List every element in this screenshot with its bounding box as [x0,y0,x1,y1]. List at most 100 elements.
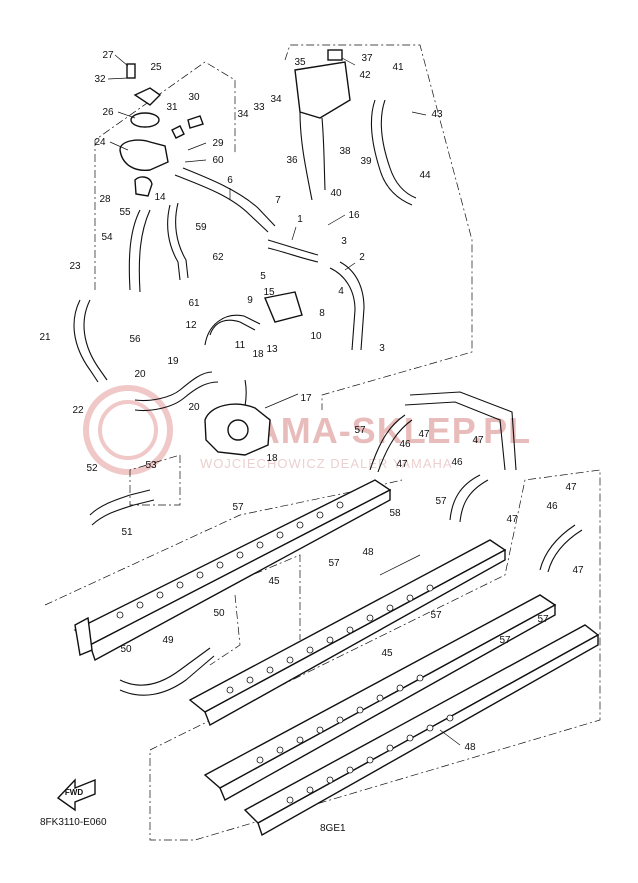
callout-47f: 47 [572,565,584,576]
callout-44: 44 [419,170,431,181]
callout-47c: 47 [396,459,408,470]
callout-41: 41 [392,62,404,73]
callout-15: 15 [263,287,275,298]
callout-36: 36 [286,155,298,166]
callout-52: 52 [86,463,98,474]
callout-57f: 57 [537,614,549,625]
watermark-subtitle: WOJCIECHOWICZ DEALER YAMAHA [200,456,453,471]
callout-56: 56 [129,334,141,345]
callout-57g: 57 [499,635,511,646]
callout-59: 59 [195,222,207,233]
rail-holes-upper-left [116,501,344,619]
callout-47a: 47 [418,429,430,440]
callout-9: 9 [247,295,253,306]
callout-58: 58 [389,508,401,519]
callout-62: 62 [212,252,224,263]
callout-4: 4 [338,286,344,297]
callout-47e: 47 [565,482,577,493]
callout-45a: 45 [268,576,280,587]
callout-28: 28 [99,194,111,205]
rail-holes-middle [226,584,434,694]
callout-20a: 20 [134,369,146,380]
callout-46b: 46 [451,457,463,468]
callout-25: 25 [150,62,162,73]
callout-3: 3 [341,236,347,247]
callout-18b: 18 [266,453,278,464]
fwd-arrow: FWD [56,778,96,812]
callout-16: 16 [348,210,360,221]
callout-39: 39 [360,156,372,167]
callout-14: 14 [154,192,166,203]
rail-holes-lower-1 [256,674,424,764]
callout-38: 38 [339,146,351,157]
callout-61: 61 [188,298,200,309]
callout-51: 51 [121,527,133,538]
callout-60: 60 [212,155,224,166]
callout-1: 1 [297,214,303,225]
hoses-right [369,391,583,573]
callout-45b: 45 [381,648,393,659]
callout-18a: 18 [252,349,264,360]
radiator-rail-lower-1 [203,594,557,801]
rail-holes-lower-2 [286,714,454,804]
callout-26: 26 [102,107,114,118]
coolant-reservoir [294,49,351,201]
callout-55: 55 [119,207,131,218]
callout-12: 12 [185,320,197,331]
watermark-title: YAMA-SKLEP.PL [232,410,531,451]
variant-code: 8GE1 [320,823,346,834]
callouts: 27 25 32 26 31 30 24 29 60 28 14 55 6 54… [39,50,584,753]
callout-3b: 3 [379,343,385,354]
hoses-upper [73,99,417,426]
callout-8: 8 [319,308,325,319]
leader-lines [107,54,461,746]
fwd-label: FWD [65,788,83,797]
radiator-rail-upper-left [73,479,392,662]
water-pump [204,291,303,456]
callout-24: 24 [94,137,106,148]
callout-22: 22 [72,405,84,416]
callout-33: 33 [253,102,265,113]
callout-43: 43 [431,109,443,120]
callout-13: 13 [266,344,278,355]
callout-40: 40 [330,188,342,199]
callout-37: 37 [361,53,373,64]
radiator-rail-lower-2 [243,624,600,837]
hoses-lower-left [89,489,215,696]
callout-20b: 20 [188,402,200,413]
callout-47d: 47 [506,514,518,525]
callout-35: 35 [294,57,306,68]
callout-21: 21 [39,332,51,343]
callout-34a: 34 [237,109,249,120]
callout-7: 7 [275,195,281,206]
callout-19: 19 [167,356,179,367]
callout-57d: 57 [328,558,340,569]
callout-5: 5 [260,271,266,282]
callout-57c: 57 [232,502,244,513]
callout-57b: 57 [435,496,447,507]
callout-49: 49 [162,635,174,646]
callout-2: 2 [359,252,365,263]
callout-54: 54 [101,232,113,243]
callout-57e: 57 [430,610,442,621]
callout-50a: 50 [213,608,225,619]
callout-34b: 34 [270,94,282,105]
part-code: 8FK3110-E060 [40,817,107,828]
callout-17: 17 [300,393,312,404]
callout-47b: 47 [472,435,484,446]
callout-53: 53 [145,460,157,471]
callout-29: 29 [212,138,224,149]
thermostat-assembly [119,63,204,197]
callout-32: 32 [94,74,106,85]
callout-27: 27 [102,50,114,61]
callout-57a: 57 [354,425,366,436]
callout-46c: 46 [546,501,558,512]
callout-46a: 46 [399,439,411,450]
callout-31: 31 [166,102,178,113]
callout-50b: 50 [120,644,132,655]
callout-23: 23 [69,261,81,272]
callout-11: 11 [235,340,246,351]
callout-6: 6 [227,175,233,186]
callout-48b: 48 [464,742,476,753]
